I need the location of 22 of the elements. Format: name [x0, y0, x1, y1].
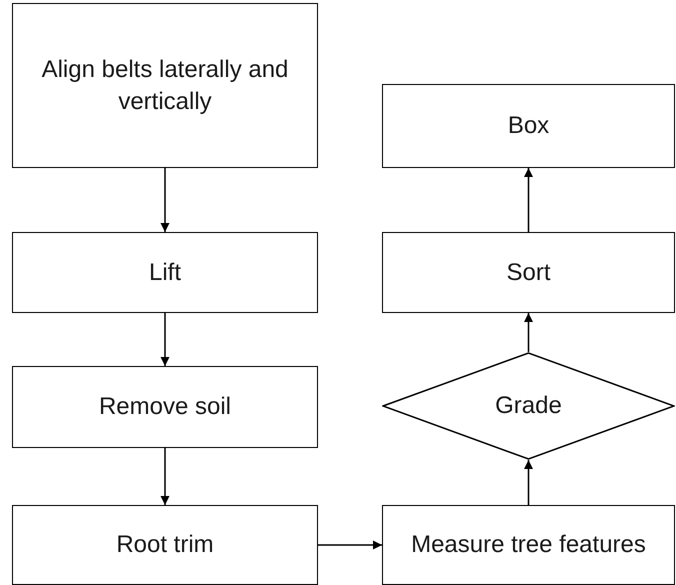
node-label: Measure tree features [410, 530, 647, 560]
arrow [318, 540, 382, 550]
node-label: Lift [148, 258, 182, 288]
arrow [160, 168, 170, 232]
process-box [12, 505, 318, 585]
arrow [524, 460, 533, 505]
arrow [524, 168, 533, 232]
node-label: Align belts laterally and vertically [40, 54, 290, 116]
process-box [382, 505, 675, 585]
arrow [160, 313, 170, 366]
node-label: Root trim [115, 530, 215, 560]
process-box [12, 366, 318, 448]
node-label: Sort [505, 258, 552, 288]
node-label: Remove soil [98, 392, 232, 422]
process-box [12, 3, 318, 168]
arrow [160, 448, 170, 505]
process-box [382, 232, 675, 313]
process-box [12, 232, 318, 313]
process-box [382, 84, 675, 168]
arrow [524, 313, 533, 352]
node-label: Box [506, 111, 550, 141]
node-label: Grade [494, 391, 563, 421]
